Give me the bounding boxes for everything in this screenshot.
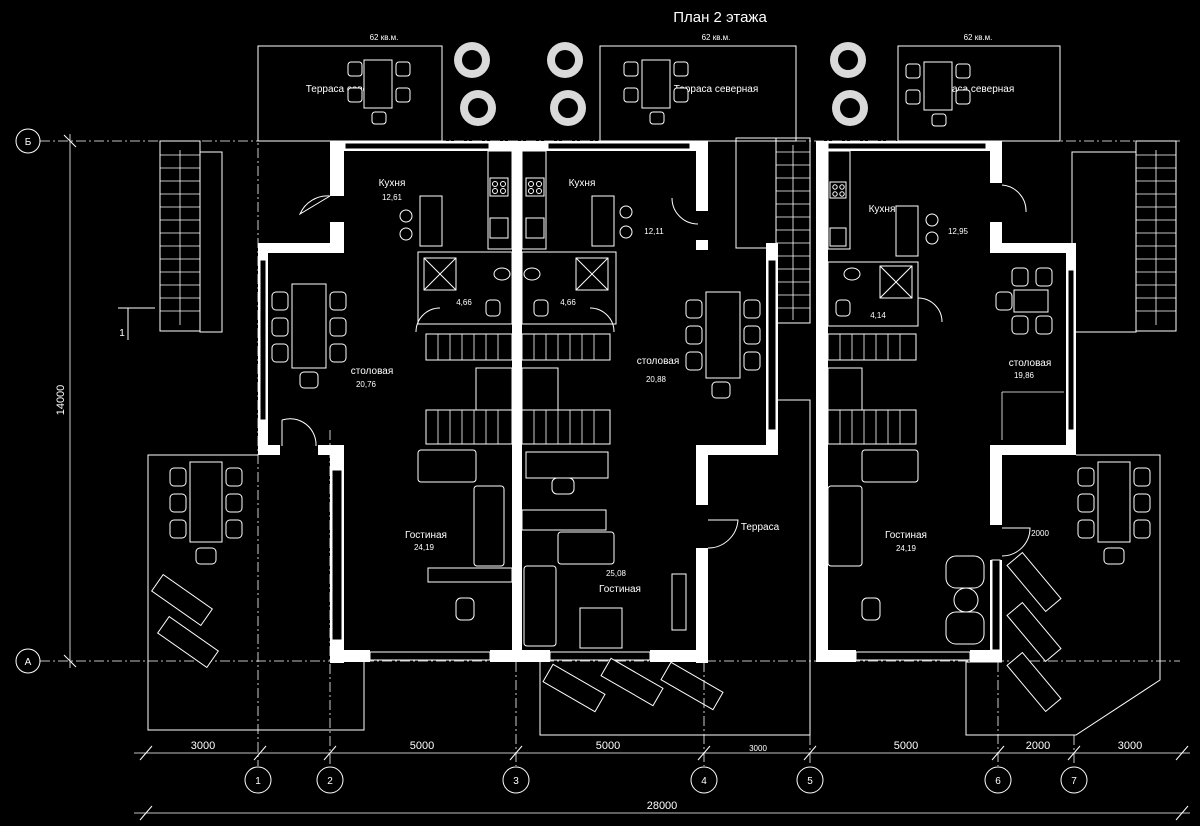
living-middle-name: Гостиная	[599, 584, 641, 595]
kitchen-left-fixtures	[399, 150, 513, 250]
living-left-name: Гостиная	[405, 530, 447, 541]
axis-col-2-label: 2	[327, 776, 333, 787]
terrace-middle-name: Терраса	[741, 522, 780, 533]
dimension-height: 14000	[55, 134, 77, 668]
windows	[259, 142, 1075, 661]
north-terrace-right-area: 62 кв.м.	[964, 33, 993, 42]
dining-right-name: столовая	[1009, 358, 1052, 369]
section-mark-label: 1	[119, 328, 125, 339]
north-terrace-middle-label: Терраса северная	[674, 84, 759, 95]
dimension-total: 28000	[647, 800, 678, 812]
north-terrace-right: 62 кв.м. Терраса северная	[897, 33, 1061, 142]
dining-middle-area: 20,88	[646, 375, 667, 384]
dining-left-area: 20,76	[356, 380, 377, 389]
axis-row-a-label: А	[25, 657, 32, 668]
axis-col-6-label: 6	[995, 776, 1001, 787]
south-terrace-middle	[539, 399, 811, 736]
dimension-span-1: 3000	[191, 740, 215, 752]
axis-col-7-label: 7	[1071, 776, 1077, 787]
column-axes: 1 2 3 4 5 6 7	[244, 130, 1088, 794]
north-terrace-left-area: 62 кв.м.	[370, 33, 399, 42]
dimension-small-label: 2000	[1031, 529, 1049, 538]
living-middle-furniture	[521, 451, 687, 649]
dimension-span-2: 5000	[410, 740, 434, 752]
external-stair-right	[1071, 140, 1177, 333]
axis-row-a: А	[15, 648, 41, 674]
dimension-span-6: 2000	[1026, 740, 1050, 752]
kitchen-middle-fixtures	[521, 150, 633, 250]
north-terrace-right-label: Терраса северная	[930, 84, 1015, 95]
kitchen-left-area: 12,61	[382, 193, 403, 202]
living-left-area: 24,19	[414, 543, 435, 552]
living-middle-area: 25,08	[606, 569, 627, 578]
axis-col-4-label: 4	[701, 776, 707, 787]
bath-left-area: 4,66	[456, 298, 472, 307]
dimension-chain: 3000 5000 5000 3000 5000 2000 3000 28000	[134, 740, 1190, 821]
north-terrace-table-middle	[623, 59, 689, 125]
external-stair-middle	[735, 137, 811, 324]
axis-col-1-label: 1	[255, 776, 261, 787]
dimension-height-label: 14000	[55, 385, 67, 416]
trees	[454, 42, 868, 126]
room-labels: Кухня 12,61 Кухня 12,11 Кухня 12,95 стол…	[351, 178, 1052, 595]
kitchen-right-name: Кухня	[869, 204, 896, 215]
dining-table-left	[271, 283, 347, 389]
south-terrace-right	[965, 454, 1161, 736]
dining-table-middle	[685, 291, 761, 399]
dimension-span-4: 3000	[749, 744, 767, 753]
axis-col-3-label: 3	[513, 776, 519, 787]
dimension-span-3: 5000	[596, 740, 620, 752]
axis-row-b-label: Б	[25, 137, 32, 148]
external-stair-left	[159, 140, 223, 333]
bath-right-area: 4,14	[870, 311, 886, 320]
living-left-furniture	[417, 449, 513, 621]
north-terrace-middle-area: 62 кв.м.	[702, 33, 731, 42]
internal-stairs	[425, 333, 917, 445]
living-right-name: Гостиная	[885, 530, 927, 541]
dining-middle-name: столовая	[637, 356, 680, 367]
dimension-span-7: 3000	[1118, 740, 1142, 752]
axis-col-5-label: 5	[807, 776, 813, 787]
north-terrace-table-left	[347, 59, 411, 125]
kitchen-left-name: Кухня	[379, 178, 406, 189]
section-mark: 1	[118, 307, 155, 340]
dimension-span-5: 5000	[894, 740, 918, 752]
kitchen-right-area: 12,95	[948, 227, 969, 236]
kitchen-right-fixtures	[827, 150, 939, 257]
doors	[281, 184, 1031, 557]
living-right-area: 24,19	[896, 544, 917, 553]
dining-left-name: столовая	[351, 366, 394, 377]
kitchen-middle-area: 12,11	[644, 227, 664, 236]
living-right-furniture	[827, 449, 985, 645]
bathrooms: 4,66 4,66 4,14	[417, 251, 919, 327]
north-terrace-left: 62 кв.м. Терраса северная	[257, 33, 443, 142]
kitchen-middle-name: Кухня	[569, 178, 596, 189]
south-terrace-left	[147, 454, 365, 731]
north-terrace-middle: 62 кв.м. Терраса северная	[599, 33, 797, 142]
bath-middle-area: 4,66	[560, 298, 576, 307]
dining-table-right	[995, 267, 1064, 440]
plan-title: План 2 этажа	[673, 9, 767, 26]
dining-right-area: 19,86	[1014, 371, 1035, 380]
axis-row-b: Б	[15, 128, 41, 154]
north-terrace-table-right	[905, 61, 971, 127]
